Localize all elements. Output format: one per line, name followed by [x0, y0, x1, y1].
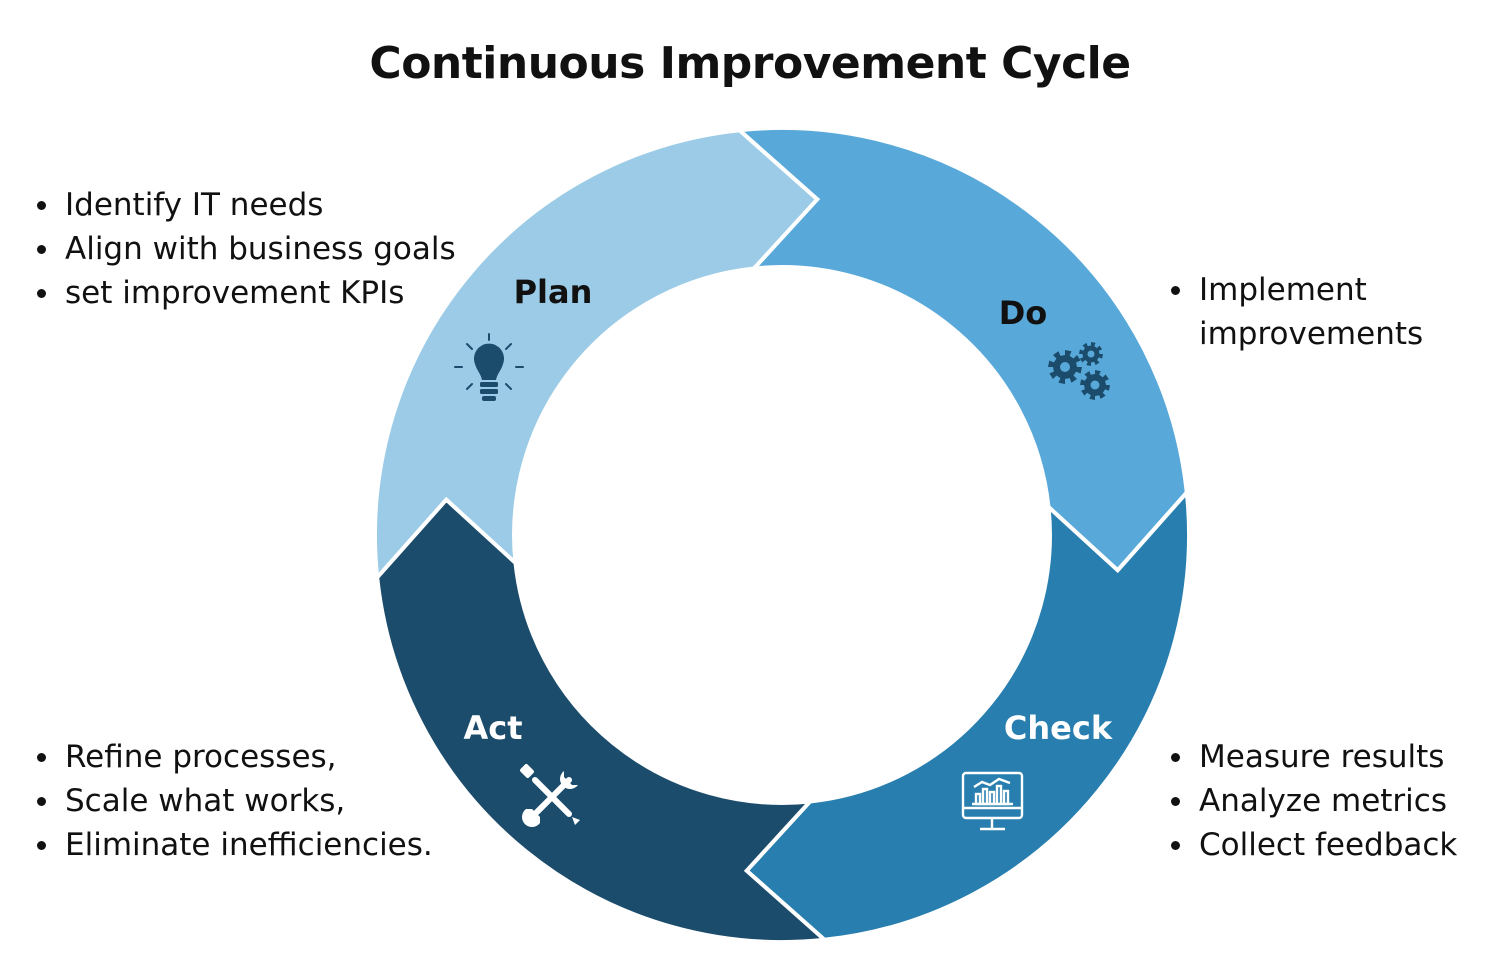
monitor-chart-icon [961, 771, 1024, 831]
do-segment [734, 126, 1189, 574]
do-label: Do [999, 294, 1048, 332]
plan-segment [373, 128, 821, 583]
page-title: Continuous Improvement Cycle [369, 38, 1131, 89]
gears-icon [1048, 342, 1110, 400]
wrench-screwdriver-icon [520, 764, 580, 827]
act-bullet: Refine processes, [34, 735, 433, 779]
plan-bullet: Align with business goals [34, 227, 456, 271]
act-label: Act [463, 709, 522, 747]
plan-label: Plan [514, 273, 593, 311]
cycle-ring [373, 126, 1191, 944]
check-bullet: Collect feedback [1168, 823, 1457, 867]
act-bullet-list: Refine processes, Scale what works, Elim… [34, 735, 433, 867]
gear-hole [1090, 380, 1100, 390]
check-label: Check [1004, 709, 1113, 747]
check-bullet: Analyze metrics [1168, 779, 1457, 823]
check-segment [743, 487, 1191, 942]
act-bullet: Scale what works, [34, 779, 433, 823]
lightbulb-icon [454, 333, 524, 401]
plan-bullet-list: Identify IT needs Align with business go… [34, 183, 456, 315]
check-bullet-list: Measure results Analyze metrics Collect … [1168, 735, 1457, 867]
do-bullet: Implement improvements [1168, 268, 1469, 356]
gear-hole [1087, 350, 1095, 358]
act-bullet: Eliminate inefficiencies. [34, 823, 433, 867]
act-segment [375, 496, 830, 944]
plan-bullet: Identify IT needs [34, 183, 456, 227]
plan-bullet: set improvement KPIs [34, 271, 456, 315]
gear-hole [1060, 362, 1070, 372]
do-bullet-list: Implement improvements [1168, 268, 1469, 356]
check-bullet: Measure results [1168, 735, 1457, 779]
